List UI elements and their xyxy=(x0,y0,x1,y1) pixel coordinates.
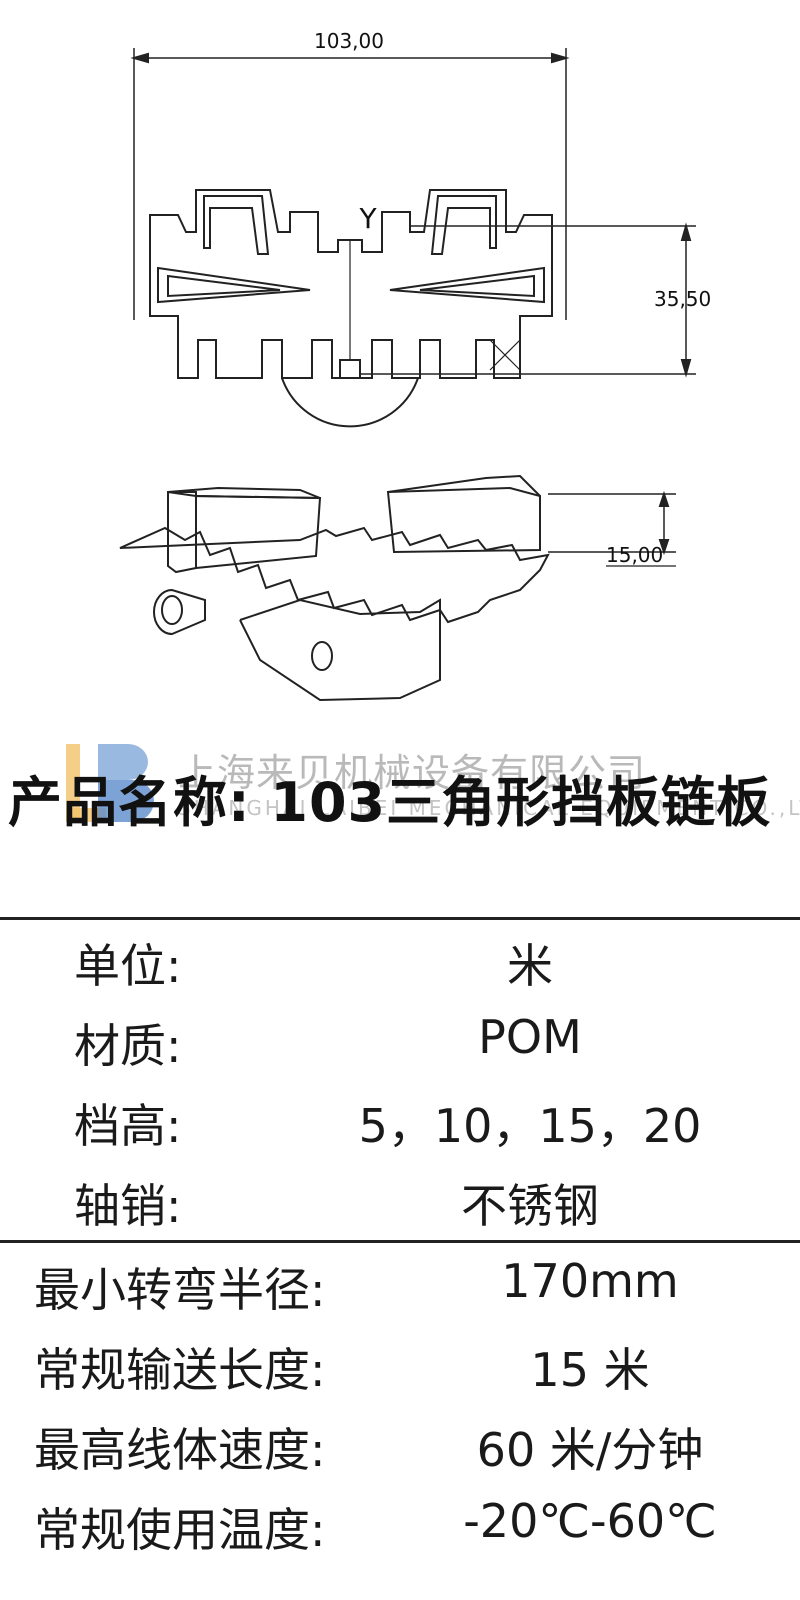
spec-value: 不锈钢 xyxy=(461,1179,599,1233)
spec-label: 轴销: xyxy=(74,1179,182,1233)
perf-row-temperature: 常规使用温度: -20℃-60℃ xyxy=(0,1484,800,1564)
spec-row-pin: 轴销: 不锈钢 xyxy=(0,1160,800,1240)
perf-row-turn-radius: 最小转弯半径: 170mm xyxy=(0,1244,800,1324)
perf-label: 最高线体速度: xyxy=(34,1423,326,1477)
perf-value: 170mm xyxy=(501,1254,679,1308)
spec-label: 单位: xyxy=(74,939,182,993)
spec-value: 米 xyxy=(507,939,553,993)
perf-value: 60 米/分钟 xyxy=(476,1423,704,1477)
perf-label: 常规使用温度: xyxy=(34,1503,326,1557)
product-title: 产品名称: 103三角形挡板链板 xyxy=(8,771,772,834)
spec-row-material: 材质: POM xyxy=(0,1000,800,1080)
perf-label: 最小转弯半径: xyxy=(34,1263,326,1317)
perf-value: -20℃-60℃ xyxy=(463,1494,717,1548)
perf-row-max-speed: 最高线体速度: 60 米/分钟 xyxy=(0,1404,800,1484)
dimension-side: 15,00 xyxy=(606,543,663,567)
dimension-width: 103,00 xyxy=(314,29,384,53)
spec-label: 档高: xyxy=(74,1099,182,1153)
perf-label: 常规输送长度: xyxy=(34,1343,326,1397)
technical-drawing: 103,00 35,50 15,00 Y xyxy=(119,29,711,702)
axis-label: Y xyxy=(358,202,377,235)
spec-row-flight-height: 档高: 5，10，15，20 xyxy=(0,1080,800,1160)
spec-value: 5，10，15，20 xyxy=(358,1099,702,1153)
spec-label: 材质: xyxy=(74,1019,182,1073)
divider-middle xyxy=(0,1240,800,1243)
perf-row-conveying-length: 常规输送长度: 15 米 xyxy=(0,1324,800,1404)
divider-top xyxy=(0,917,800,920)
dimension-height: 35,50 xyxy=(654,287,711,311)
spec-row-unit: 单位: 米 xyxy=(0,920,800,1000)
perf-value: 15 米 xyxy=(530,1343,650,1397)
spec-value: POM xyxy=(478,1010,582,1064)
